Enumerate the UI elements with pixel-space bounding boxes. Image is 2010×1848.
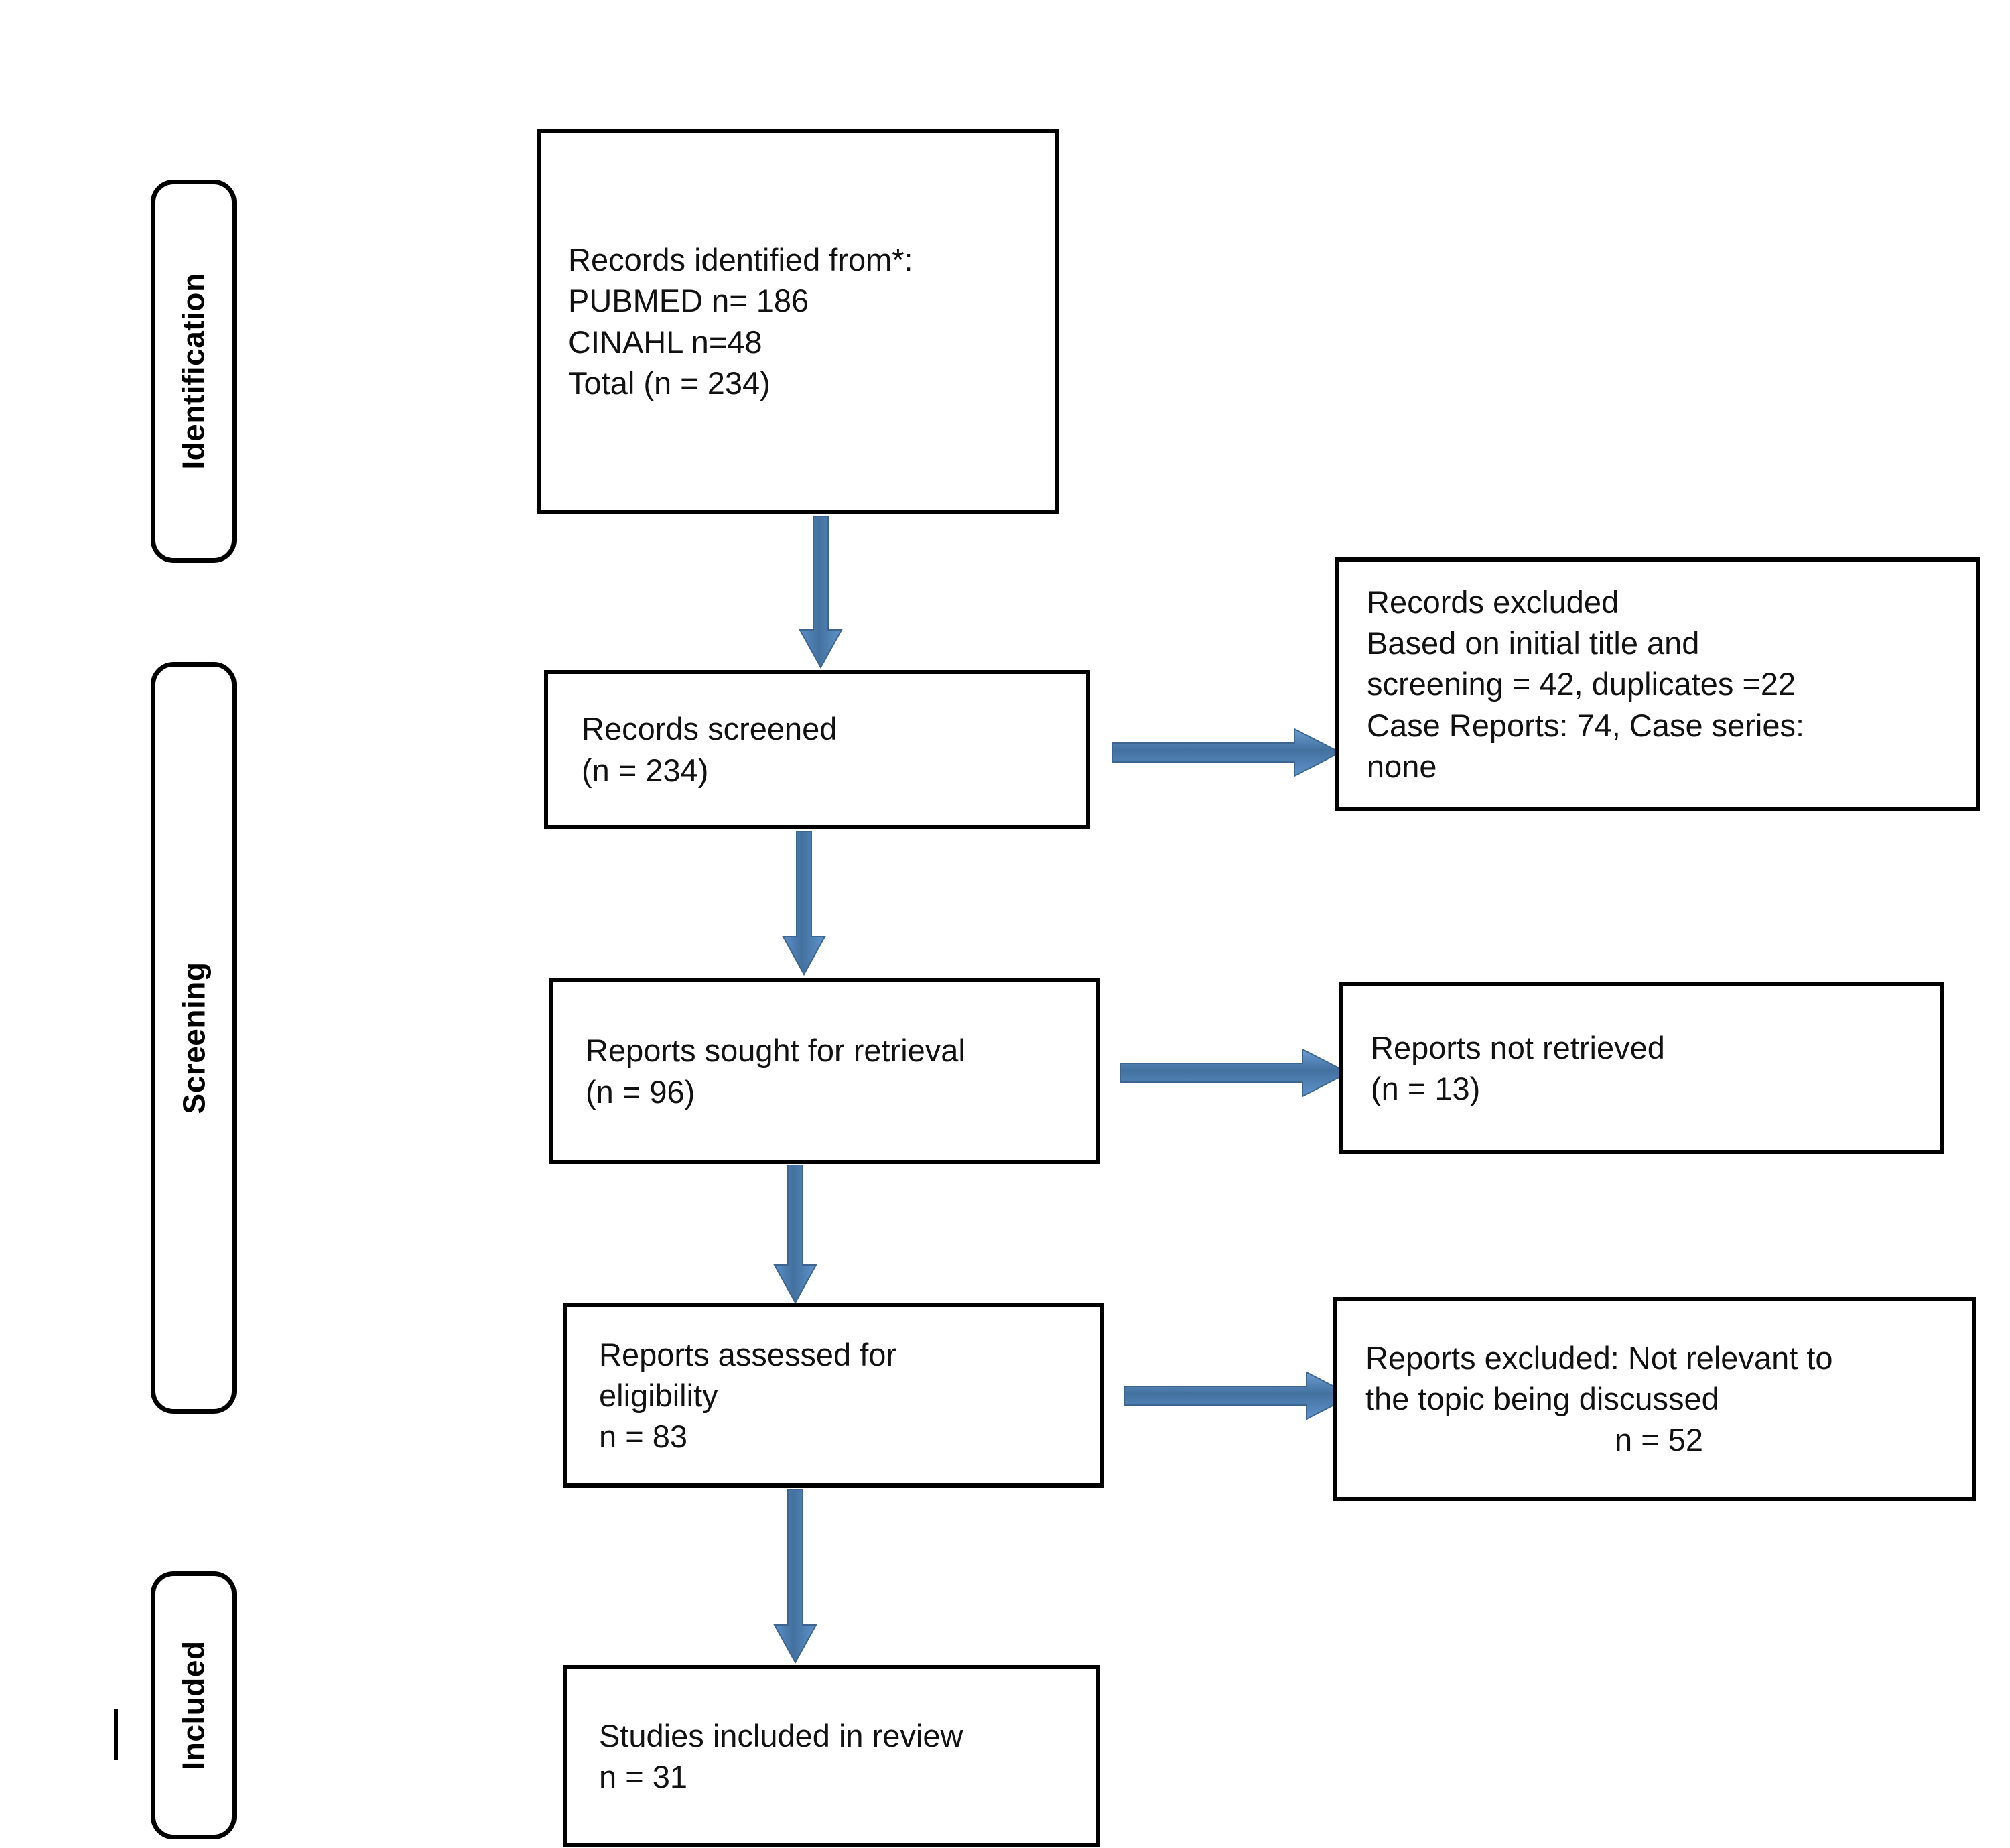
box-records-screened: Records screened (n = 234) — [544, 670, 1090, 829]
box-reports-excluded-line-2: the topic being discussed — [1365, 1380, 1719, 1416]
box-records-excluded: Records excluded Based on initial title … — [1335, 557, 1980, 811]
box-records-identified-line-1: Records identified from*: — [568, 242, 913, 278]
box-reports-not-retrieved-line-2: (n = 13) — [1371, 1071, 1481, 1106]
box-reports-assessed-line-1: Reports assessed for — [599, 1336, 897, 1372]
arrow-identified-to-screened — [799, 516, 843, 669]
phase-label-identification: Identification — [151, 180, 237, 563]
box-reports-sought-line-2: (n = 96) — [586, 1073, 695, 1110]
phase-label-included: Included — [151, 1571, 237, 1839]
box-records-excluded-line-2: Based on initial title and — [1367, 625, 1700, 661]
arrow-sought-to-assessed — [773, 1165, 817, 1305]
box-records-identified-line-4: Total (n = 234) — [568, 365, 770, 401]
box-records-identified: Records identified from*: PUBMED n= 186 … — [537, 129, 1059, 514]
box-studies-included-line-1: Studies included in review — [599, 1717, 963, 1754]
phase-label-identification-text: Identification — [176, 273, 212, 470]
box-reports-not-retrieved-line-1: Reports not retrieved — [1371, 1029, 1665, 1065]
arrow-assessed-to-included — [773, 1489, 817, 1664]
box-reports-assessed-line-3: n = 83 — [599, 1418, 687, 1455]
arrow-assessed-to-reports-excluded — [1124, 1371, 1354, 1421]
box-reports-assessed-line-2: eligibility — [599, 1377, 718, 1413]
box-records-identified-line-3: CINAHL n=48 — [568, 324, 762, 360]
arrow-screened-to-records-excluded — [1112, 728, 1342, 777]
box-records-excluded-line-5: none — [1367, 748, 1437, 784]
phase-label-included-text: Included — [176, 1640, 211, 1770]
box-records-identified-line-2: PUBMED n= 186 — [568, 283, 809, 319]
phase-label-screening: Screening — [151, 662, 237, 1414]
arrow-sought-to-not-retrieved — [1120, 1048, 1350, 1098]
box-reports-excluded: Reports excluded: Not relevant to the to… — [1333, 1297, 1977, 1501]
box-records-excluded-line-1: Records excluded — [1367, 584, 1619, 620]
box-studies-included: Studies included in review n = 31 — [563, 1665, 1100, 1847]
arrow-screened-to-sought — [782, 831, 826, 976]
box-records-screened-line-1: Records screened — [582, 711, 838, 747]
box-records-excluded-line-3: screening = 42, duplicates =22 — [1367, 666, 1796, 702]
box-records-screened-line-2: (n = 234) — [582, 752, 709, 788]
left-margin-tick-icon — [114, 1709, 118, 1760]
phase-label-screening-text: Screening — [176, 962, 212, 1114]
box-reports-not-retrieved: Reports not retrieved (n = 13) — [1339, 982, 1944, 1154]
box-reports-sought: Reports sought for retrieval (n = 96) — [549, 978, 1100, 1164]
box-studies-included-line-2: n = 31 — [599, 1759, 687, 1794]
box-reports-sought-line-1: Reports sought for retrieval — [586, 1033, 965, 1069]
box-reports-assessed: Reports assessed for eligibility n = 83 — [563, 1303, 1104, 1488]
box-reports-excluded-line-1: Reports excluded: Not relevant to — [1365, 1339, 1833, 1376]
box-reports-excluded-line-3: n = 52 — [1615, 1422, 1703, 1458]
box-records-excluded-line-4: Case Reports: 74, Case series: — [1367, 707, 1805, 743]
